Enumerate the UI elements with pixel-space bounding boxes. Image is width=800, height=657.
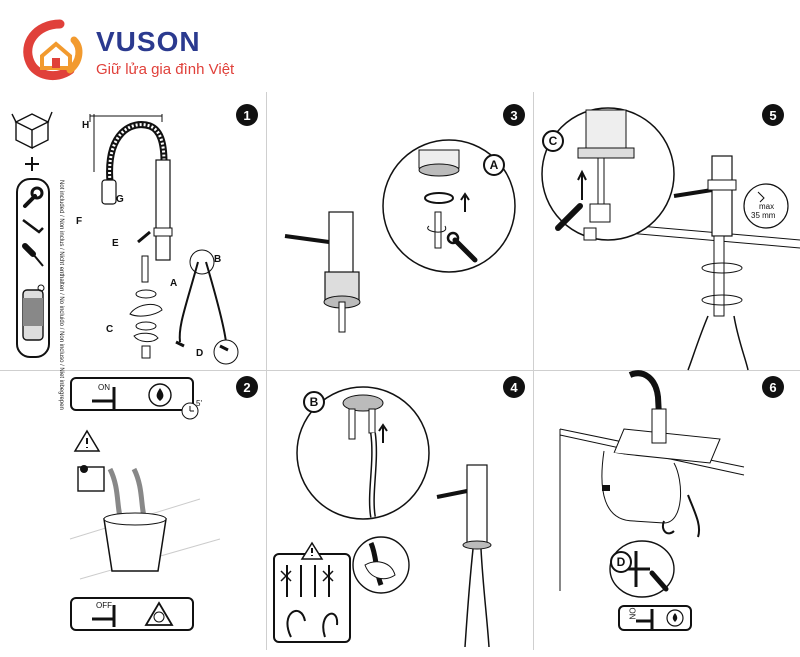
callout-a-label: A (483, 154, 505, 176)
callout-d-label: D (610, 551, 632, 573)
sink-cabinet-drawing (559, 370, 745, 591)
dimension-h-label: H (82, 120, 90, 131)
divider-vertical-1 (266, 92, 267, 650)
supply-hoses-drawing (175, 249, 239, 365)
part-label-b: B (214, 254, 222, 265)
step-badge-1: 1 (236, 104, 258, 126)
divider-vertical-2 (533, 92, 534, 650)
sealant-tube-icon (22, 284, 45, 341)
allen-key-icon (22, 219, 44, 234)
part-label-a: A (170, 278, 178, 289)
hose-warning-icon (300, 541, 324, 560)
flush-bucket-drawing (69, 465, 221, 580)
valve-closed-icon (92, 605, 116, 627)
brand-name: VUSON (96, 26, 201, 57)
water-flow-icon (666, 609, 684, 627)
step-badge-3: 3 (503, 104, 525, 126)
callout-b-label: B (303, 391, 325, 413)
brand-slogan: Giữ lửa gia đình Việt (96, 61, 235, 78)
max-thickness-icon (743, 183, 789, 229)
step-badge-2: 2 (236, 376, 258, 398)
part-label-d: D (196, 348, 204, 359)
panel-step-5: C max 35 mm (534, 92, 800, 371)
panel-step-6: D ON (534, 370, 800, 650)
part-label-g: G (116, 194, 124, 205)
step-badge-6: 6 (762, 376, 784, 398)
panel-step-2: ON 5' OFF (0, 371, 266, 650)
faucet-mounted-drawing (673, 155, 749, 371)
panel-step-4: B (267, 371, 533, 650)
fixing-parts-drawing (129, 255, 163, 359)
divider-horizontal (0, 370, 800, 371)
valve-handle-icon (92, 387, 116, 409)
step-badge-5: 5 (762, 104, 784, 126)
step-badge-4: 4 (503, 376, 525, 398)
faucet-body-underside-drawing (284, 211, 361, 333)
hose-dos-and-donts-drawing (280, 565, 339, 638)
part-label-e: E (112, 238, 119, 249)
vuson-logo-mark (23, 19, 83, 81)
part-label-f: F (76, 216, 83, 227)
valve-off-label: OFF (96, 601, 112, 610)
detail-zoom-circle-a (382, 139, 516, 273)
hose-connection-hand-drawing (352, 536, 410, 594)
detail-zoom-circle-b (296, 386, 430, 520)
callout-c-label: C (542, 130, 564, 152)
valve-open-icon (636, 609, 654, 629)
detail-zoom-circle-c (541, 107, 675, 241)
water-drop-icon (148, 383, 172, 407)
no-water-warning-icon (144, 601, 174, 626)
timer-label: 5' (196, 399, 202, 408)
timer-icon (181, 402, 199, 420)
faucet-hose-drawing (436, 464, 492, 648)
max-thickness-value: 35 mm (751, 211, 776, 220)
max-label: max (759, 202, 775, 211)
part-label-c: C (106, 324, 114, 335)
wrench-icon (23, 186, 44, 208)
package-box-icon (11, 111, 53, 150)
panel-step-1: Not included / Non inclus / Nicht enthal… (0, 92, 266, 410)
valve-on-label: ON (98, 383, 110, 392)
warning-triangle-icon (73, 429, 101, 452)
panel-step-3: A (267, 92, 533, 370)
kitchen-faucet-drawing (89, 114, 173, 261)
plus-icon (25, 157, 39, 171)
valve-off-box (70, 597, 194, 631)
valve-on-box (70, 377, 194, 411)
screwdriver-icon (22, 243, 44, 267)
